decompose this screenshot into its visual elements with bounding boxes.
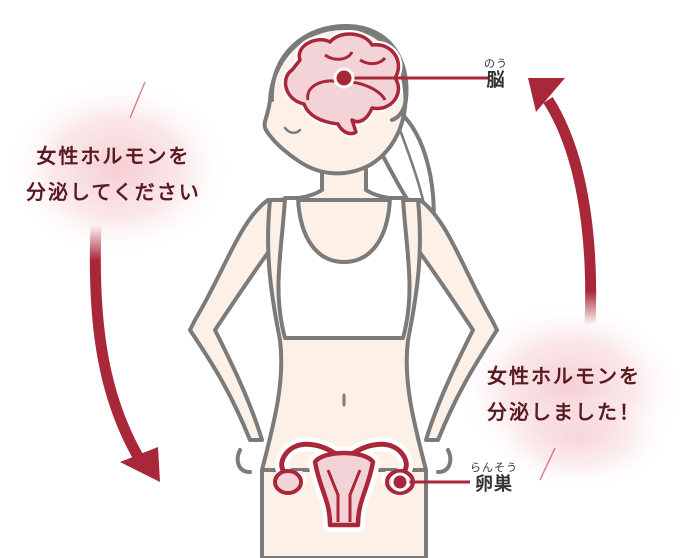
brain-label-ruby: のう xyxy=(484,57,508,70)
brain-pointer-dot xyxy=(333,67,355,89)
left-message-line1: 女性ホルモンを xyxy=(36,144,191,168)
left-message: 女性ホルモンを 分泌してください xyxy=(26,138,201,210)
left-deco-line xyxy=(129,81,146,119)
ovary-label-text: 卵巣 xyxy=(475,474,513,495)
ovary-label-ruby: らんそう xyxy=(470,461,518,474)
ovary-label: らんそう 卵巣 xyxy=(470,462,518,496)
ovary-pointer-dot xyxy=(390,472,410,492)
brain-label: のう 脳 xyxy=(484,58,508,92)
right-message: 女性ホルモンを 分泌しました！ xyxy=(487,358,641,430)
ovary-glow xyxy=(490,390,670,490)
right-message-line1: 女性ホルモンを xyxy=(487,364,641,388)
right-deco-line xyxy=(539,447,556,481)
brain-label-text: 脳 xyxy=(486,70,506,91)
arrow-up-icon xyxy=(528,78,597,326)
left-message-line2: 分泌してください xyxy=(26,180,201,204)
brain-icon xyxy=(281,30,490,138)
arrow-down-icon xyxy=(89,224,160,482)
right-message-line2: 分泌しました！ xyxy=(487,400,641,424)
uterus-icon xyxy=(273,437,470,532)
left-message-glow xyxy=(3,78,233,258)
